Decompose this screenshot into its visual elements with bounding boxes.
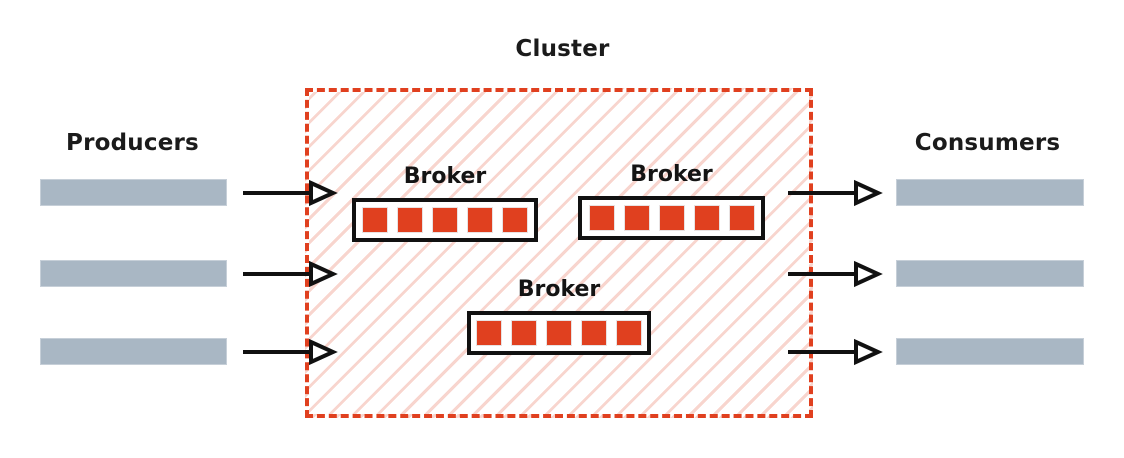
producer-node-3 [40, 338, 227, 365]
partition-block [658, 205, 685, 231]
producer-node-2 [40, 260, 227, 287]
partition-block [616, 320, 642, 346]
arrow-cluster-to-consumer-1 [788, 179, 883, 207]
arrow-cluster-to-consumer-3 [788, 338, 883, 366]
arrow-producer-2-to-cluster [243, 260, 338, 288]
broker-partitions-3 [467, 311, 651, 355]
consumer-node-3 [896, 338, 1084, 365]
consumers-title: Consumers [914, 130, 1061, 156]
cluster-region [305, 88, 813, 418]
arrow-cluster-to-consumer-2 [788, 260, 883, 288]
partition-block [397, 207, 423, 233]
partition-block [502, 207, 528, 233]
partition-block [588, 205, 615, 231]
partition-block [432, 207, 458, 233]
broker-label-1: Broker [403, 164, 487, 189]
producers-title: Producers [66, 130, 199, 156]
partition-block [362, 207, 388, 233]
consumer-node-2 [896, 260, 1084, 287]
arrow-producer-1-to-cluster [243, 179, 338, 207]
cluster-title: Cluster [515, 36, 610, 62]
broker-partitions-1 [352, 198, 538, 242]
partition-block [623, 205, 650, 231]
partition-block [693, 205, 720, 231]
broker-label-2: Broker [630, 162, 713, 187]
partition-block [511, 320, 537, 346]
partition-block [728, 205, 755, 231]
arrow-producer-3-to-cluster [243, 338, 338, 366]
partition-block [581, 320, 607, 346]
partition-block [467, 207, 493, 233]
broker-label-3: Broker [517, 277, 601, 302]
consumer-node-1 [896, 179, 1084, 206]
producer-node-1 [40, 179, 227, 206]
partition-block [546, 320, 572, 346]
partition-block [476, 320, 502, 346]
broker-partitions-2 [578, 196, 765, 240]
